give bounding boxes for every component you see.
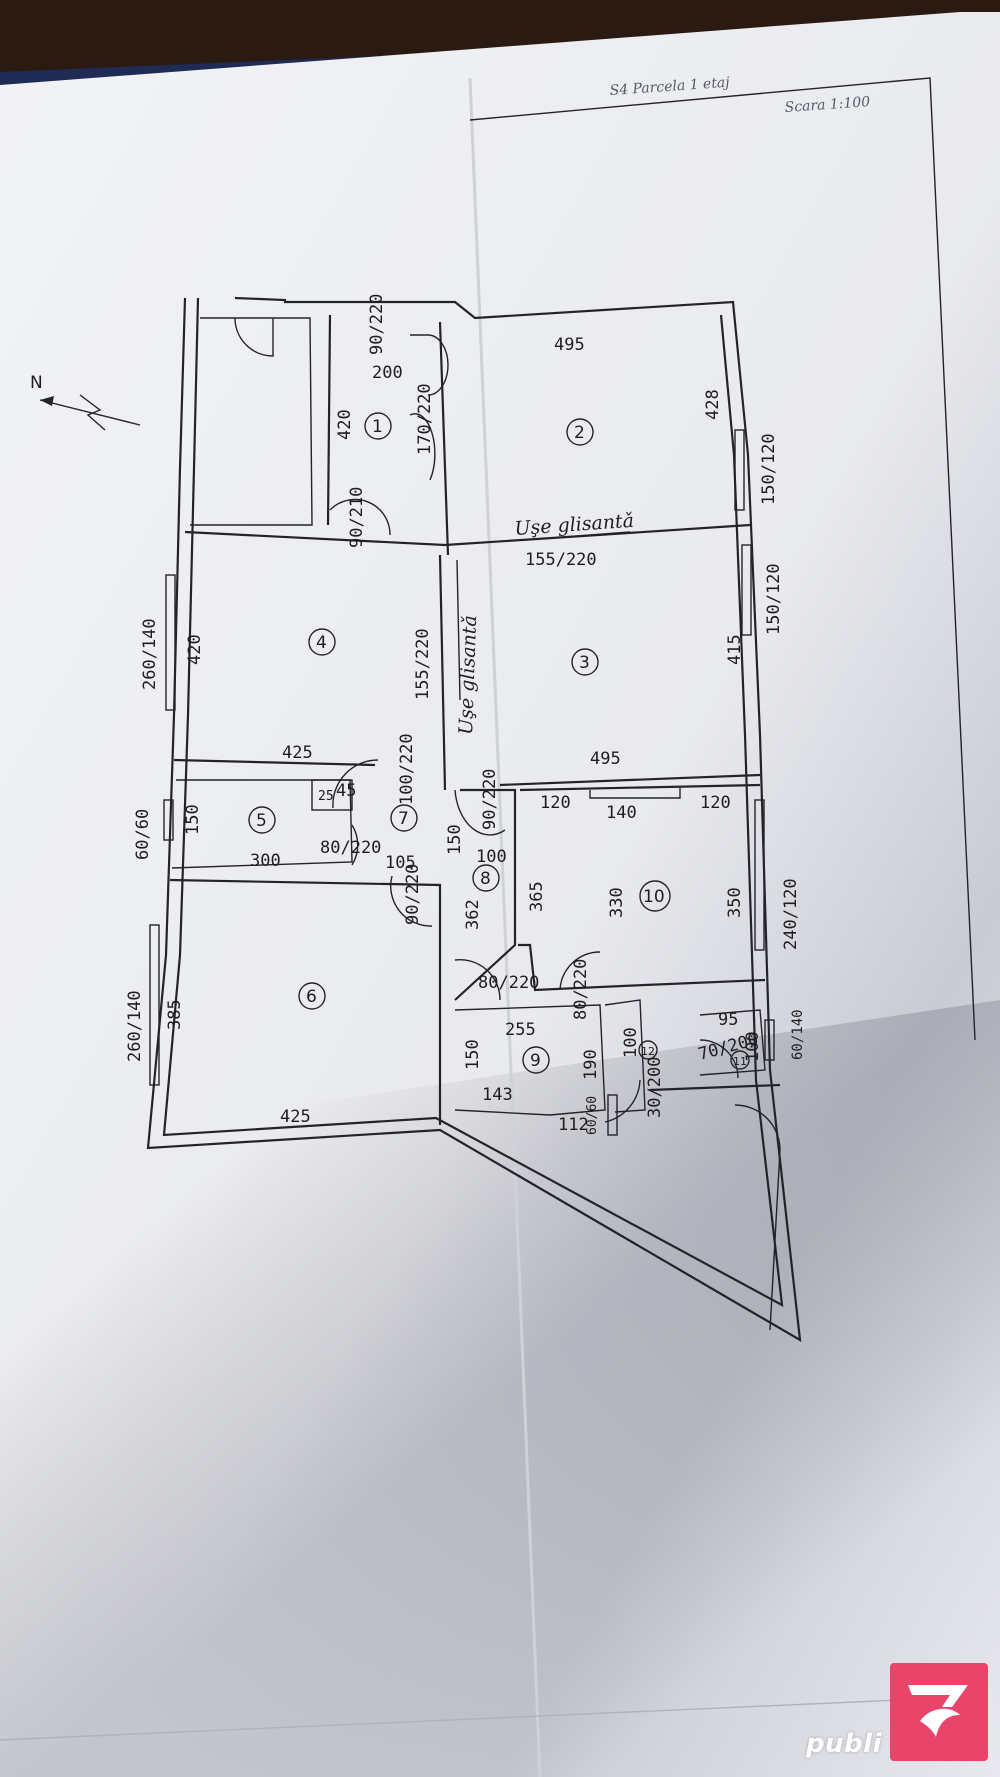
frame-bottom — [0, 1699, 901, 1741]
room-10-number: 10 — [639, 880, 671, 912]
north-arrow-icon: N — [30, 373, 141, 431]
svg-text:240/120: 240/120 — [781, 878, 801, 950]
svg-text:9: 9 — [530, 1051, 541, 1071]
brand-logo-icon — [890, 1663, 988, 1761]
svg-text:60/140: 60/140 — [790, 1009, 806, 1060]
room-6-number: 6 — [298, 982, 326, 1010]
room-11-number: 11 — [730, 1050, 750, 1070]
svg-text:495: 495 — [554, 335, 585, 355]
svg-text:495: 495 — [590, 749, 621, 769]
svg-text:6: 6 — [306, 987, 317, 1007]
drawing-frame — [469, 77, 976, 1041]
room-2-number: 2 — [566, 418, 594, 446]
paper-shadow — [0, 1000, 1000, 1777]
svg-text:260/140: 260/140 — [125, 990, 145, 1062]
svg-text:100: 100 — [476, 847, 507, 867]
svg-text:3: 3 — [579, 653, 590, 673]
room-9-number: 9 — [522, 1046, 550, 1074]
svg-text:425: 425 — [280, 1107, 311, 1127]
svg-text:80/220: 80/220 — [478, 973, 539, 993]
svg-text:100/220: 100/220 — [397, 733, 417, 805]
svg-text:143: 143 — [482, 1085, 513, 1105]
svg-text:45: 45 — [336, 781, 356, 801]
room-8-number: 8 — [472, 864, 500, 892]
svg-text:7: 7 — [398, 809, 409, 829]
header-note-2: Scara 1:100 — [784, 94, 871, 116]
svg-text:80/220: 80/220 — [320, 838, 381, 858]
room-3-number: 3 — [571, 648, 599, 676]
svg-text:170/220: 170/220 — [415, 383, 435, 455]
svg-text:428: 428 — [703, 389, 723, 420]
svg-text:140: 140 — [606, 803, 637, 823]
svg-text:362: 362 — [463, 899, 483, 930]
room-12-number: 12 — [638, 1040, 658, 1060]
svg-text:420: 420 — [335, 409, 355, 440]
svg-text:350: 350 — [725, 887, 745, 918]
windows — [149, 429, 775, 1136]
room-7-number: 7 — [390, 804, 418, 832]
svg-text:90/220: 90/220 — [403, 864, 423, 925]
svg-text:90/210: 90/210 — [347, 487, 367, 548]
svg-text:190: 190 — [581, 1049, 601, 1080]
svg-text:5: 5 — [256, 811, 267, 831]
svg-text:150/120: 150/120 — [759, 433, 779, 505]
room-1-number: 1 — [364, 412, 392, 440]
svg-text:425: 425 — [282, 743, 313, 763]
svg-text:25: 25 — [318, 789, 334, 804]
svg-text:4: 4 — [316, 633, 327, 653]
svg-text:150: 150 — [445, 824, 465, 855]
svg-text:60/60: 60/60 — [585, 1096, 600, 1135]
svg-text:150: 150 — [463, 1039, 483, 1070]
svg-text:150/120: 150/120 — [764, 563, 784, 635]
svg-text:112: 112 — [558, 1115, 589, 1135]
svg-text:200: 200 — [372, 363, 403, 383]
svg-text:60/60: 60/60 — [133, 809, 153, 860]
svg-text:2: 2 — [574, 423, 585, 443]
room-5-number: 5 — [248, 806, 276, 834]
svg-text:90/220: 90/220 — [367, 294, 387, 355]
watermark-text: publi — [805, 1729, 882, 1759]
sliding-door-label-v: Uşe glisantǎ — [455, 615, 481, 735]
floor-plan — [146, 296, 802, 1343]
svg-text:255: 255 — [505, 1020, 536, 1040]
paper-fold — [468, 77, 542, 1777]
svg-text:120: 120 — [540, 793, 571, 813]
svg-text:95: 95 — [718, 1010, 738, 1030]
svg-text:260/140: 260/140 — [140, 618, 160, 690]
svg-text:11: 11 — [733, 1055, 747, 1068]
svg-text:155/220: 155/220 — [525, 550, 597, 570]
svg-text:105: 105 — [385, 853, 416, 873]
svg-text:385: 385 — [165, 999, 185, 1030]
svg-text:415: 415 — [725, 634, 745, 665]
svg-text:12: 12 — [641, 1045, 655, 1058]
svg-text:420: 420 — [185, 634, 205, 665]
svg-text:100: 100 — [621, 1027, 641, 1058]
room-4-number: 4 — [308, 628, 336, 656]
dimension-labels: 90/220 200 420 170/220 90/210 495 428 15… — [125, 294, 806, 1135]
svg-text:80/220: 80/220 — [571, 959, 591, 1020]
svg-text:150: 150 — [183, 804, 203, 835]
svg-text:365: 365 — [527, 881, 547, 912]
svg-text:N: N — [30, 373, 43, 393]
svg-text:100: 100 — [743, 1031, 763, 1062]
svg-text:300: 300 — [250, 851, 281, 871]
svg-text:10: 10 — [643, 887, 665, 907]
svg-text:8: 8 — [480, 869, 491, 889]
svg-text:330: 330 — [607, 887, 627, 918]
svg-text:30/200: 30/200 — [645, 1057, 665, 1118]
room-numbers: 1 2 3 4 5 6 7 8 9 10 11 12 — [248, 412, 750, 1074]
svg-text:120: 120 — [700, 793, 731, 813]
svg-text:155/220: 155/220 — [413, 628, 433, 700]
svg-text:90/220: 90/220 — [480, 769, 500, 830]
svg-text:1: 1 — [372, 417, 383, 437]
